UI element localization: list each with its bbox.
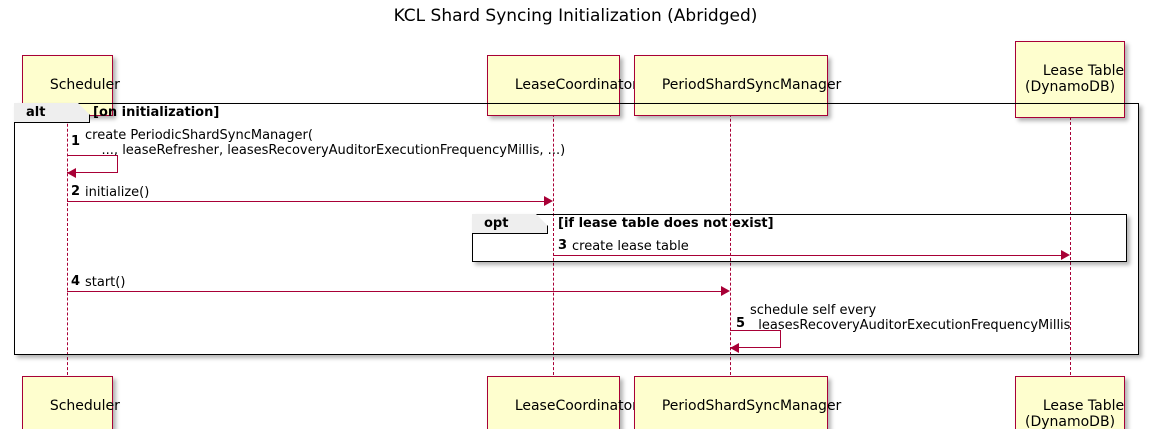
message-5-arrowhead <box>730 343 739 353</box>
participant-lease-table-top[interactable]: Lease Table (DynamoDB) <box>1015 41 1125 118</box>
message-3-line <box>553 255 1061 256</box>
fragment-opt-guard: [if lease table does not exist] <box>558 216 774 231</box>
lifeline-period-shard-sync-manager <box>730 84 731 380</box>
participant-label: PeriodShardSyncManager <box>661 77 842 93</box>
lifeline-lease-coordinator <box>553 84 554 380</box>
participant-label: Scheduler <box>49 398 120 414</box>
participant-lease-table-bottom[interactable]: Lease Table (DynamoDB) <box>1015 376 1125 429</box>
participant-label: Lease Table (DynamoDB) <box>1025 398 1125 429</box>
fragment-opt <box>472 214 1127 262</box>
message-4-text: start() <box>85 275 126 290</box>
participant-label: Scheduler <box>49 77 120 93</box>
message-1-self-loop <box>67 155 118 173</box>
message-1-text: create PeriodicShardSyncManager( ..., le… <box>85 128 566 158</box>
fragment-alt-guard: [on initialization] <box>93 105 220 120</box>
message-2-number: 2 <box>71 184 81 199</box>
participant-label: Lease Table (DynamoDB) <box>1025 63 1125 95</box>
participant-lease-coordinator-bottom[interactable]: LeaseCoordinator <box>487 376 638 429</box>
message-3-arrowhead <box>1061 250 1070 260</box>
message-2-arrowhead <box>544 196 553 206</box>
participant-period-shard-sync-manager-bottom[interactable]: PeriodShardSyncManager <box>634 376 841 429</box>
message-2-text: initialize() <box>85 185 150 200</box>
lifeline-scheduler <box>67 84 68 380</box>
message-1-arrowhead <box>67 168 76 178</box>
participant-label: LeaseCoordinator <box>514 398 638 414</box>
message-1-number: 1 <box>71 134 81 149</box>
message-5-text: schedule self every leasesRecoveryAudito… <box>750 303 1071 333</box>
message-5-self-loop <box>730 330 781 348</box>
message-3-text: create lease table <box>572 239 689 254</box>
participant-period-shard-sync-manager-top[interactable]: PeriodShardSyncManager <box>634 55 841 116</box>
participant-scheduler-bottom[interactable]: Scheduler <box>22 376 120 429</box>
message-4-arrowhead <box>721 286 730 296</box>
fragment-alt-operator: alt <box>14 103 90 123</box>
message-2-line <box>67 201 545 202</box>
participant-label: LeaseCoordinator <box>514 77 638 93</box>
diagram-title: KCL Shard Syncing Initialization (Abridg… <box>393 6 758 26</box>
message-4-number: 4 <box>71 274 81 289</box>
fragment-opt-operator: opt <box>472 214 548 234</box>
message-5-number: 5 <box>736 316 746 331</box>
participant-label: PeriodShardSyncManager <box>661 398 842 414</box>
fragment-alt <box>14 103 1139 355</box>
participant-lease-coordinator-top[interactable]: LeaseCoordinator <box>487 55 638 116</box>
message-4-line <box>67 291 722 292</box>
message-3-number: 3 <box>558 238 568 253</box>
lifeline-lease-table <box>1070 92 1071 380</box>
